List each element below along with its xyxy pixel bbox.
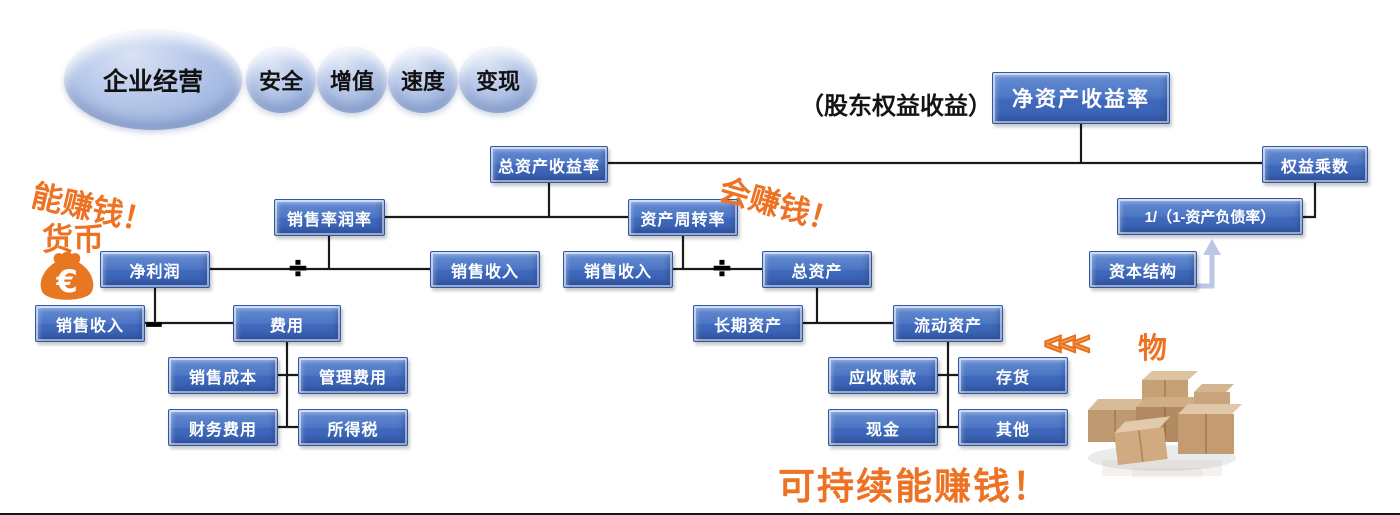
node-total-asset-return: 总资产收益率 bbox=[490, 146, 608, 183]
cardboard-boxes-image bbox=[1088, 371, 1242, 478]
divide-operator-left: ÷ bbox=[289, 251, 307, 286]
node-equity-multiplier: 权益乘数 bbox=[1262, 146, 1368, 183]
node-cost-of-sales: 销售成本 bbox=[168, 357, 278, 394]
node-sales-margin: 销售率润率 bbox=[274, 199, 385, 236]
chevrons-icon: <<< bbox=[1043, 325, 1091, 362]
annotation-goods: 物 bbox=[1138, 333, 1168, 365]
node-finance-expense: 财务费用 bbox=[168, 409, 278, 446]
annotation-sustainable-money: 可持续能赚钱！ bbox=[778, 466, 1051, 507]
annotation-currency: 货币 bbox=[42, 222, 104, 257]
capital-structure-arrow bbox=[1197, 239, 1221, 289]
node-net-profit: 净利润 bbox=[100, 251, 210, 288]
shareholder-equity-note: （股东权益收益） bbox=[800, 93, 992, 120]
minus-operator: − bbox=[145, 308, 163, 341]
node-leverage-formula: 1/（1-资产负债率） bbox=[1117, 198, 1303, 235]
bubble-safety: 安全 bbox=[246, 47, 316, 113]
node-expenses: 费用 bbox=[233, 305, 341, 342]
node-total-assets: 总资产 bbox=[762, 251, 872, 288]
divide-operator-right: ÷ bbox=[713, 251, 731, 286]
euro-symbol: € bbox=[55, 264, 78, 300]
node-receivables: 应收账款 bbox=[828, 357, 938, 394]
node-current-assets: 流动资产 bbox=[893, 305, 1003, 342]
bubble-business-operation: 企业经营 bbox=[64, 30, 242, 130]
node-asset-turnover: 资产周转率 bbox=[628, 199, 738, 236]
bubble-speed: 速度 bbox=[388, 47, 458, 113]
node-cash: 现金 bbox=[828, 409, 938, 446]
node-admin-expense: 管理费用 bbox=[298, 357, 408, 394]
node-sales-revenue-mid: 销售收入 bbox=[563, 251, 673, 288]
node-capital-structure: 资本结构 bbox=[1089, 251, 1197, 288]
bubble-liquidation: 变现 bbox=[459, 47, 537, 113]
node-net-asset-return: 净资产收益率 bbox=[992, 72, 1170, 124]
node-other: 其他 bbox=[958, 409, 1068, 446]
bubble-appreciation: 增值 bbox=[317, 47, 387, 113]
node-long-term-assets: 长期资产 bbox=[693, 305, 803, 342]
node-sales-revenue-bottom: 销售收入 bbox=[35, 305, 145, 342]
node-income-tax: 所得税 bbox=[298, 409, 408, 446]
node-sales-revenue-left: 销售收入 bbox=[430, 251, 540, 288]
node-inventory: 存货 bbox=[958, 357, 1068, 394]
